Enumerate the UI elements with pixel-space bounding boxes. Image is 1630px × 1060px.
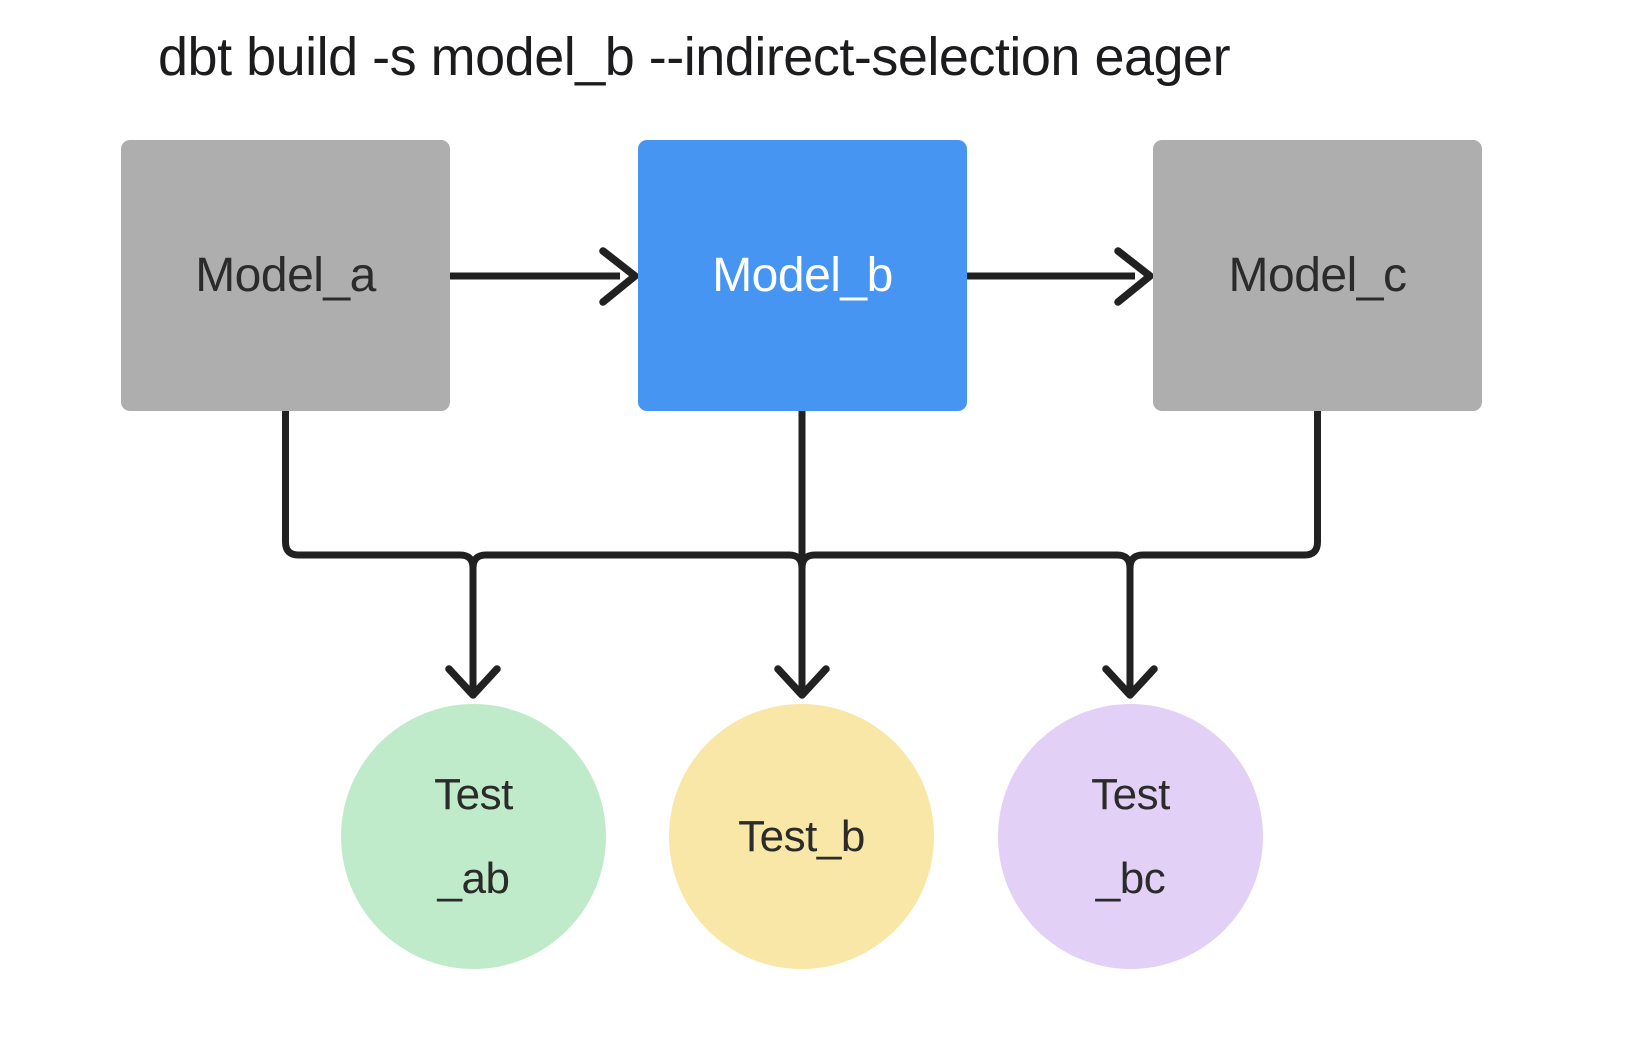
arrowhead-test-ab <box>445 665 501 699</box>
node-model-b-label: Model_b <box>712 249 893 302</box>
edge-model-a-to-bus <box>282 411 477 691</box>
node-test-bc: Test _bc <box>998 704 1263 969</box>
node-test-ab: Test _ab <box>341 704 606 969</box>
arrow-model-a-to-model-b <box>450 247 639 306</box>
bus-segment-left <box>469 551 806 569</box>
arrow-model-b-to-model-c <box>967 247 1154 306</box>
node-test-bc-label-line1: Test <box>1091 769 1170 819</box>
node-model-a: Model_a <box>121 140 450 411</box>
node-model-a-label: Model_a <box>195 249 376 302</box>
node-test-ab-label-line2: _ab <box>437 853 510 903</box>
arrowhead-test-b <box>774 665 830 699</box>
bus-segment-right <box>798 551 1134 569</box>
node-test-ab-label-line1: Test <box>434 769 513 819</box>
arrowhead-test-bc <box>1102 665 1158 699</box>
node-test-b-label: Test_b <box>738 811 865 861</box>
node-model-c: Model_c <box>1153 140 1482 411</box>
node-model-b-selected: Model_b <box>638 140 967 411</box>
diagram-title: dbt build -s model_b --indirect-selectio… <box>158 27 1231 87</box>
edge-model-c-to-bus <box>1126 411 1321 691</box>
node-test-bc-label-line2: _bc <box>1095 853 1166 903</box>
node-test-b: Test_b <box>669 704 934 969</box>
node-model-c-label: Model_c <box>1228 249 1407 302</box>
